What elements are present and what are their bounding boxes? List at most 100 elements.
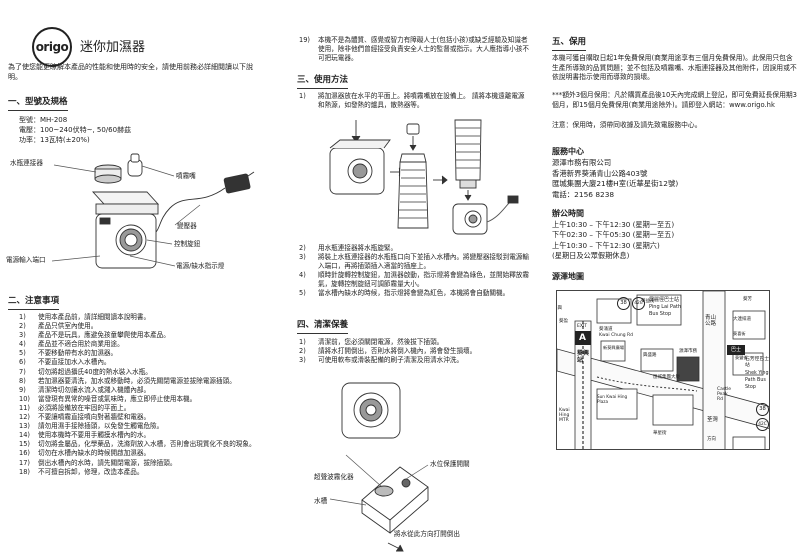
map-kwai-yi-st: 葵益街 [641,299,655,304]
service-phone: 電話：2156 8238 [552,190,615,200]
usage-step-1: 1)將加濕器放在水平的平面上。將噴霧嘴放在設備上。 請將本機遠離電源和熱源，如發… [299,92,531,110]
hours-title: 辦公時間 [552,209,584,218]
intro-text: 為了使您能更瞭解本產品的性能和使用時的安全，請使用前務必詳細閱讀以下說明。 [8,63,253,81]
service-address-2: 匯城集團大廈21樓H室(近華星街12號) [552,179,679,189]
list-item: 3)產品不是玩具，應避免孩童攀爬使用本產品。 [19,331,170,340]
warranty-text: 本機可獲自購取日起1年免費保用(商業用途享有三個月免費保用)。此保用只包含生產所… [552,54,797,82]
label-transformer: 變壓器 [177,222,197,230]
list-item: 17)倒出水槽內的水時，請先關閉電源，拔除插頭。 [19,458,177,467]
map-kwai-chung-rd: 葵涌道 [599,327,613,332]
label-tank: 水槽 [314,497,328,505]
column-left: origo 迷你加濕器 為了使您能更瞭解本產品的性能和使用時的安全，請使用前務必… [0,0,270,558]
warranty-note: 注意：保用時，須帶同收據及請先致電服務中心。 [552,121,702,129]
route-42c-badge-2: 42C [756,418,769,431]
cleaning-diagram [329,382,429,552]
map-shek-yi-en-2: Path Bus [745,378,766,383]
map-target-label: 源澤市務 [679,349,697,354]
location-map: EXIT A 葵興站 Kwai Hing MTR 葵興 葵涌道 Kwai Chu… [556,290,770,450]
section-specs-title: 一、型號及規格 [8,97,68,113]
usage-diagram [329,119,519,235]
label-bottle-connector: 水瓶連接器 [10,159,43,167]
hours-lines: 上午10:30 – 下午12:30 (星期一至五) 下午02:30 – 下午05… [552,220,674,262]
label-mist-nozzle: 噴霧嘴 [176,172,196,180]
list-item: 1)使用本產品前，請詳細閱讀本說明書。 [19,313,151,321]
list-item: 11)必須將設備放在牢固的平面上。 [19,403,131,412]
label-pour-direction: 將水從此方向打開倒出 [394,530,460,538]
bus-stop-marker: 巴士 [727,345,745,355]
route-38-badge-2: 38 [756,403,769,416]
map-kwai-fong: 葵芳 [743,297,752,302]
map-castle-peak-rd-en: Castle Peak Rd [717,387,732,403]
list-item: 2)請將水打開倒出，否則水將倒入機內，將會發生損壞。 [299,347,477,356]
product-diagram [51,153,255,269]
map-shek-yi-en-3: Stop [745,385,756,390]
map-kwai-hing-station: 葵興站 [577,350,590,364]
service-title: 服務中心 [552,147,584,156]
hours-weekday-pm: 下午02:30 – 下午05:30 (星期一至五) [552,230,675,240]
list-item: 1)清潔前，您必須關閉電源，然後拔下插頭。 [299,338,444,346]
list-item: 18)不可擅自拆卸，修理，改造本產品。 [19,467,144,476]
map-shek-yi-en-1: Shek Ying [745,371,769,376]
list-item: 8)若加濕器要清洗，加水或移動時，必須先關閉電源並拔除電源插頭。 [19,376,236,385]
route-42c-badge: 42C [632,297,645,310]
map-sun-kwai: 新葵興廣場 [603,345,624,350]
section-warranty-title: 五、保用 [552,37,587,53]
label-control-knob: 控制旋鈕 [174,240,201,248]
list-item: 9)清潔時切勿讓水流入或濺入機體內部。 [19,385,151,394]
map-kwai-hei-st: 葵喜街 [733,331,746,336]
label-power-indicator: 電源/缺水指示燈 [176,262,225,270]
list-item: 14)使用本機時不要用手觸摸水槽內的水。 [19,431,151,440]
list-item: 19)本機不是為體質、感覺或智力有障礙人士(包括小孩)或缺乏經驗及知識者使用，除… [299,36,529,63]
usage-steps: 2)用水瓶連接器將水瓶旋緊。 3)將裝上水瓶連接器的水瓶瓶口向下並插入水槽內。將… [299,244,531,299]
list-item: 3)將裝上水瓶連接器的水瓶瓶口向下並插入水槽內。將變壓器接駁到電源輸入端口，再將… [299,253,529,271]
map-kwai-ying: 葵盈 [559,319,568,324]
list-item: 7)切勿將超過攝氏40度的熱水裝入水瓶。 [19,367,152,376]
map-tsuen-wan: 荃灣 [707,417,719,423]
map-title: 源澤地圖 [552,272,584,281]
list-item: 16)切勿在水槽內缺水的時候開啟加濕器。 [19,449,151,458]
warranty-extended: ***額外3個月保用：凡於購買產品後10天內完成網上登記，即可免費延長保用期3個… [552,91,797,109]
label-power-port: 電源輸入端口 [6,256,46,264]
product-title: 迷你加濕器 [80,40,146,55]
service-address-1: 香港新界葵涌青山公路403號 [552,168,648,178]
route-38-badge: 38 [617,297,630,310]
service-lines: 源澤市務有限公司 香港新界葵涌青山公路403號 匯城集團大廈21樓H室(近華星街… [552,158,678,201]
hours-weekday-am: 上午10:30 – 下午12:30 (星期一至五) [552,220,675,229]
list-item: 1)將加濕器放在水平的平面上。將噴霧嘴放在設備上。 請將本機遠離電源和熱源，如發… [299,92,525,110]
spec-voltage: 電壓：100~240伏特~, 50/60赫茲 [19,126,132,135]
list-item: 4)產品並不適合用於商業用途。 [19,340,124,349]
hours-saturday: 上午10:30 – 下午12:30 (星期六) [552,240,660,250]
list-item: 10)當發現有異常的噪音或氣味時，應立即停止使用本機。 [19,394,197,403]
map-sun-kwai-en: Sun Kwai Hing Plaza [597,394,628,404]
map-direction: 方向 [707,437,716,442]
hours-closed: (星期日及公眾假期休息) [552,251,630,261]
brand-logo: origo [32,27,72,67]
list-item: 2)用水瓶連接器將水瓶旋緊。 [299,244,398,252]
section-usage-title: 三、使用方法 [297,75,349,91]
map-exit-label: EXIT [577,324,588,329]
service-company: 源澤市務有限公司 [552,158,612,167]
section-notes-title: 二、注意事項 [8,296,60,312]
notes-list: 1)使用本產品前，請詳細閱讀本說明書。 2)產品只供室內使用。 3)產品不是玩具… [19,313,264,477]
list-item: 15)切勿將金屬品，化學藥品，洗滌劑放入水槽，否則會出現質化不良的現象。 [19,440,256,449]
list-item: 4)順時針旋轉控制旋鈕，加濕器啟動，指示燈將會變為綠色，並開始釋放霧氣，旋轉控制… [299,271,529,289]
map-ping-lai-en-2: Bus Stop [649,311,672,317]
list-item: 6)不要直接加水入水槽內。 [19,358,111,367]
spec-power: 功率：13瓦特(±20%) [19,136,90,145]
map-shek-yi-stop: 石芳徑巴士站 [745,357,769,368]
map-exit-letter: A [579,333,586,343]
column-right: 五、保用 本機可獲自購取日起1年免費保用(商業用途享有三個月免費保用)。此保用只… [538,0,808,558]
map-tai-lin: 大連排道 [733,317,751,322]
list-item: 12)不要讓噴霧直接噴向對著牆壁和電器。 [19,413,151,422]
map-castle-peak-rd: 青山公路 [705,315,717,328]
list-item: 13)請勿用濕手接除插頭，以免發生觸電危險。 [19,422,164,431]
list-item: 3)可使用軟布或滑裝配備的刷子清潔及用清水沖洗。 [299,356,464,365]
label-protection-switch: 水位保護開關 [430,460,470,468]
map-hing-shing-rd: 興盛路 [643,353,657,358]
section-cleaning-title: 四、清潔保養 [297,320,349,336]
map-kwai-fung-st: 葵豐街 [735,355,748,360]
notes-list-continued: 19)本機不是為體質、感覺或智力有障礙人士(包括小孩)或缺乏經驗及知識者使用，除… [299,36,531,63]
label-ultrasonic: 超聲波霧化器 [314,473,354,481]
map-ping-lai-en-1: Ping Lai Path [649,304,682,310]
cleaning-list: 1)清潔前，您必須關閉電源，然後拔下插頭。 2)請將水打開倒出，否則水將倒入機內… [299,338,531,365]
